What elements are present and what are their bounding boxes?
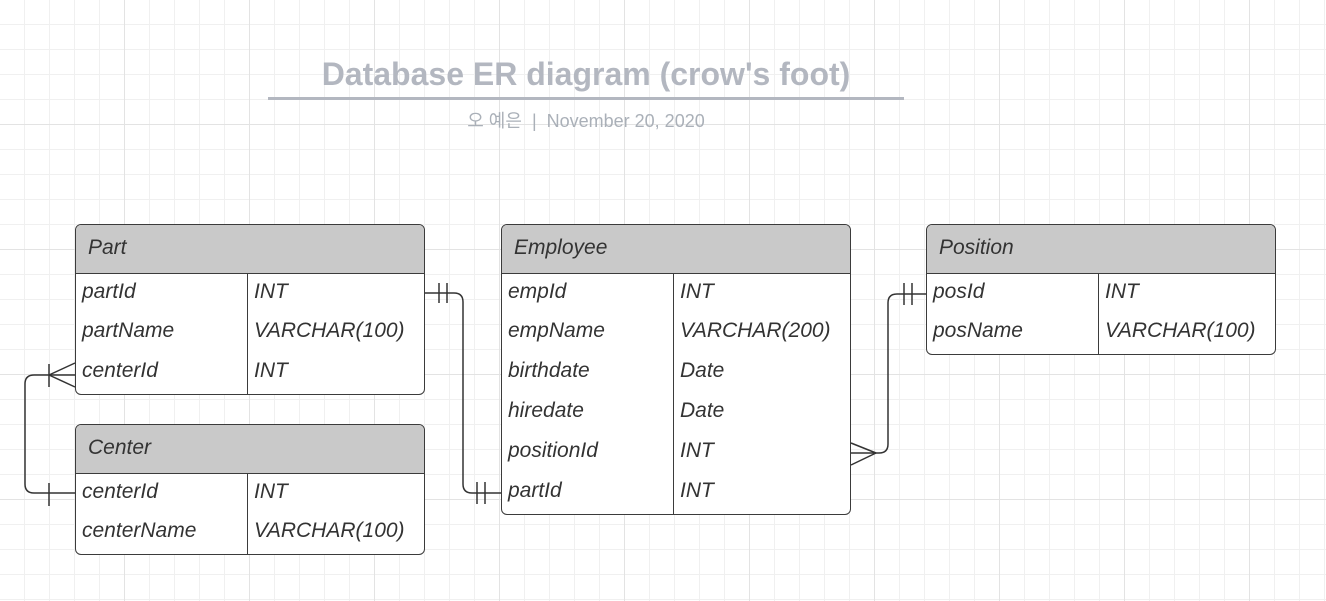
table-row[interactable]: birthdate Date (502, 354, 850, 394)
entity-position[interactable]: Position posId INT posName VARCHAR(100) (926, 224, 1276, 355)
table-row[interactable]: partId INT (76, 274, 424, 314)
field-type: VARCHAR(100) (254, 319, 405, 342)
subtitle-separator: | (531, 111, 537, 131)
field-type: INT (680, 439, 714, 462)
field-name: partName (76, 314, 248, 354)
field-type: VARCHAR(100) (254, 519, 405, 542)
entity-header[interactable]: Center (76, 425, 424, 474)
connector-line (425, 292, 501, 494)
table-row[interactable]: positionId INT (502, 434, 850, 474)
entity-header[interactable]: Employee (502, 225, 850, 274)
author-name: 오 예은 (467, 111, 522, 131)
field-type: INT (254, 280, 288, 303)
field-type: VARCHAR(100) (1105, 319, 1256, 342)
field-type: INT (254, 359, 288, 382)
field-name: centerId (76, 474, 248, 514)
one-and-only-one-marker (476, 482, 486, 504)
entity-fields: posId INT posName VARCHAR(100) (927, 274, 1275, 354)
table-row[interactable]: empName VARCHAR(200) (502, 314, 850, 354)
connector-line (24, 374, 75, 494)
field-type: INT (1105, 280, 1139, 303)
field-name: posId (927, 274, 1099, 314)
field-type: Date (680, 399, 725, 422)
field-name: partId (502, 474, 674, 514)
field-name: centerId (76, 354, 248, 394)
entity-fields: centerId INT centerName VARCHAR(100) (76, 474, 424, 554)
field-name: partId (76, 274, 248, 314)
field-name: centerName (76, 514, 248, 554)
table-row[interactable]: partName VARCHAR(100) (76, 314, 424, 354)
table-row[interactable]: posId INT (927, 274, 1275, 314)
field-name: posName (927, 314, 1099, 354)
table-row[interactable]: posName VARCHAR(100) (927, 314, 1275, 354)
relationship-part-employee[interactable] (425, 283, 501, 504)
entity-part[interactable]: Part partId INT partName VARCHAR(100) ce… (75, 224, 425, 395)
entity-employee[interactable]: Employee empId INT empName VARCHAR(200) … (501, 224, 851, 515)
field-type: INT (680, 280, 714, 303)
one-and-only-one-marker (903, 283, 913, 305)
many-crows-foot-marker (850, 442, 877, 466)
table-row[interactable]: partId INT (502, 474, 850, 514)
connector-line (851, 293, 926, 454)
diagram-subtitle: 오 예은 | November 20, 2020 (268, 107, 904, 133)
diagram-date: November 20, 2020 (546, 111, 705, 131)
table-row[interactable]: hiredate Date (502, 394, 850, 434)
relationship-position-employee[interactable] (850, 283, 926, 466)
table-row[interactable]: centerId INT (76, 354, 424, 394)
field-type: INT (254, 480, 288, 503)
diagram-title: Database ER diagram (crow's foot) (321, 56, 851, 92)
many-crows-foot-marker (48, 362, 76, 388)
entity-header[interactable]: Part (76, 225, 424, 274)
one-and-only-one-marker (438, 283, 448, 303)
field-name: empName (502, 314, 674, 354)
field-type: INT (680, 479, 714, 502)
table-row[interactable]: centerId INT (76, 474, 424, 514)
field-type: Date (680, 359, 725, 382)
entity-header[interactable]: Position (927, 225, 1275, 274)
field-name: empId (502, 274, 674, 314)
field-name: birthdate (502, 354, 674, 394)
entity-center[interactable]: Center centerId INT centerName VARCHAR(1… (75, 424, 425, 555)
field-name: positionId (502, 434, 674, 474)
table-row[interactable]: empId INT (502, 274, 850, 314)
field-type: VARCHAR(200) (680, 319, 831, 342)
table-row[interactable]: centerName VARCHAR(100) (76, 514, 424, 554)
entity-fields: empId INT empName VARCHAR(200) birthdate… (502, 274, 850, 514)
field-name: hiredate (502, 394, 674, 434)
title-underline (268, 97, 904, 100)
relationship-center-part[interactable] (24, 362, 76, 506)
entity-fields: partId INT partName VARCHAR(100) centerI… (76, 274, 424, 394)
